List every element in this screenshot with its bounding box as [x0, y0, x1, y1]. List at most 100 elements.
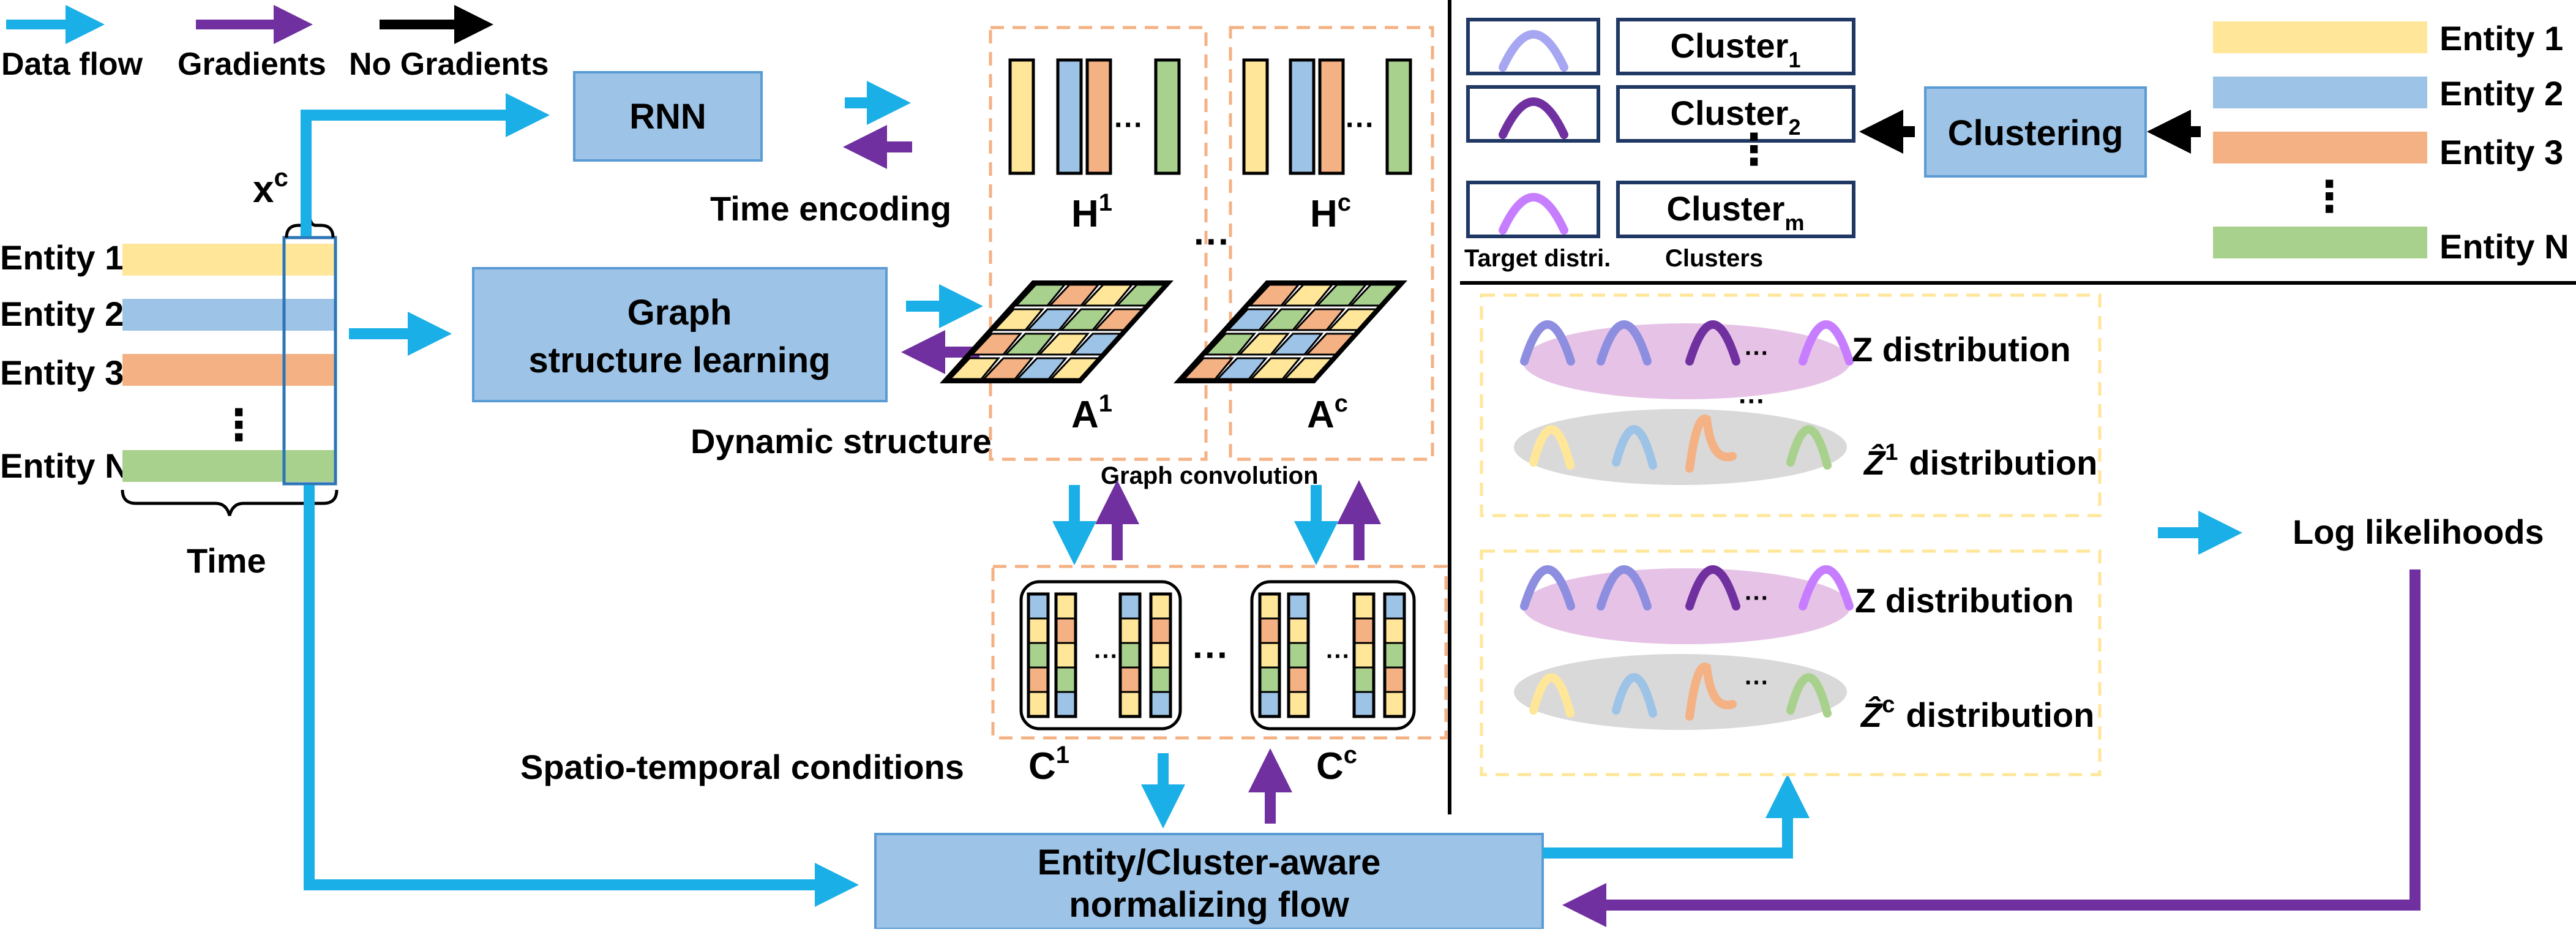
time-window-selection: [282, 236, 337, 486]
entity-3-series: [122, 354, 337, 386]
time-encoding-label: Time encoding: [710, 189, 951, 228]
z-curve-icon: [1799, 565, 1854, 611]
ac-border: [1174, 280, 1407, 383]
rnn-box: [573, 71, 763, 162]
hc-bar: [1242, 58, 1269, 175]
c1-cell: [1055, 617, 1077, 644]
a1-cell: [970, 333, 1023, 356]
input-entity-3-label: Entity 3: [0, 353, 124, 392]
c1-cell: [1150, 666, 1172, 693]
h1-bar: [1085, 58, 1112, 175]
c1-column: [1118, 592, 1142, 718]
c1-cell: [1055, 642, 1077, 669]
cluster-box: [1616, 85, 1855, 143]
arrow-input-to-rnn: [301, 93, 550, 236]
ac-cell: [1226, 308, 1279, 331]
cc-cell: [1353, 691, 1375, 718]
target-distribution-curve-icon: [1499, 97, 1568, 139]
panels-ellipsis: ···: [1194, 221, 1230, 262]
cc-cell: [1287, 593, 1309, 620]
ac-cell: [1204, 333, 1257, 356]
rnn-label: RNN: [629, 97, 706, 137]
entity-legend: Entity 1 Entity 2 Entity 3 ⋮ Entity N: [2213, 19, 2569, 266]
c1-cell: [1055, 666, 1077, 693]
c1-cell: [1119, 642, 1141, 669]
cc-cell: [1353, 617, 1375, 644]
entity-3-label: Entity 3: [2439, 133, 2563, 171]
condition-cc-box: [1250, 580, 1416, 731]
flow-label-line2: normalizing flow: [1069, 885, 1349, 925]
conditions-ellipsis: ···: [1193, 634, 1229, 675]
c1-column: [1054, 592, 1077, 718]
zhat-curve-icon: [1612, 425, 1657, 470]
hc-bar: [1289, 58, 1316, 175]
cc-label: Cc: [1316, 742, 1357, 787]
c1-cell: [1027, 666, 1049, 693]
h1-bar: [1154, 58, 1181, 175]
legend-no-gradients-label: No Gradients: [349, 47, 549, 82]
entity-2-label: Entity 2: [2439, 74, 2563, 113]
c1-cell: [1055, 593, 1077, 620]
z-curve-icon: [1597, 320, 1652, 366]
clusters-label: Clusters: [1665, 245, 1763, 272]
a1-label: A1: [1071, 390, 1112, 436]
input-entity-n-label: Entity N: [0, 446, 130, 485]
ac-cell: [1259, 308, 1312, 331]
c1-cell: [1027, 593, 1049, 620]
zhat-curve-icon: [1786, 673, 1832, 718]
ac-cell: [1293, 308, 1346, 331]
condition-c1-box: [1019, 580, 1182, 731]
z-curve-icon: [1685, 565, 1740, 611]
h1-ellipsis: ···: [1114, 109, 1144, 141]
h1-bar: [1008, 58, 1035, 175]
z-curve-icon: [1520, 320, 1575, 366]
hidden-state-bars: [1008, 58, 1412, 175]
graph-structure-learning-module: Graph structure learning: [472, 267, 888, 402]
cluster-label: Cluster2: [1671, 94, 1801, 140]
entity-1-label: Entity 1: [2439, 19, 2563, 58]
a1-cell: [1037, 333, 1090, 356]
distribution-panel-1: [1480, 293, 2102, 517]
between-ellipsis: ···: [1739, 386, 1765, 416]
h1-label: H1: [1071, 189, 1112, 235]
cc-cell: [1287, 617, 1309, 644]
flow-label-line1: Entity/Cluster-aware: [1038, 843, 1381, 882]
cc-cell: [1259, 691, 1281, 718]
cluster-label: Clusterm: [1667, 189, 1805, 235]
zhat-curve-icon: [1685, 663, 1737, 721]
ac-label: Ac: [1307, 390, 1348, 436]
entity-2-series: [122, 299, 337, 331]
c1-column: [1027, 592, 1050, 718]
dynamic-structure-label: Dynamic structure: [691, 422, 992, 460]
entity-n-label: Entity N: [2439, 227, 2569, 266]
rnn-module: RNN: [573, 71, 763, 162]
target-distribution-curve-icon: [1499, 193, 1568, 235]
zhat-curve-icon: [1685, 415, 1737, 473]
cluster-vertical-dots: ⋮: [1732, 126, 1775, 173]
cluster-label: Cluster1: [1671, 26, 1801, 72]
gsl-box: [472, 267, 888, 402]
zhatc-ellipsis: ···: [1745, 669, 1769, 696]
legend-no-gradients: No Gradients: [349, 5, 549, 82]
hc-ellipsis: ···: [1346, 109, 1375, 141]
cc-column: [1352, 592, 1376, 718]
a1-cell: [1003, 333, 1057, 356]
cc-inner-ellipsis: ···: [1326, 643, 1350, 670]
c1-inner-ellipsis: ···: [1094, 643, 1118, 670]
legend: Data flow Gradients No Gradients: [1, 5, 549, 82]
legend-data-flow-label: Data flow: [1, 47, 143, 82]
cc-cell: [1287, 642, 1309, 669]
legend-data-flow: Data flow: [1, 5, 143, 82]
z-curve-icon: [1685, 320, 1740, 366]
arrow-flow-to-distributions: [1543, 774, 1810, 859]
clustering-box: [1924, 86, 2147, 178]
hc-bar: [1385, 58, 1412, 175]
cc-cell: [1383, 666, 1406, 693]
spatio-temporal-label: Spatio-temporal conditions: [520, 748, 964, 786]
cc-cell: [1383, 593, 1406, 620]
clustering-module: Clustering: [1924, 86, 2147, 178]
zhat-curve-icon: [1786, 425, 1832, 470]
c1-cell: [1150, 691, 1172, 718]
log-likelihoods-label: Log likelihoods: [2293, 513, 2544, 551]
